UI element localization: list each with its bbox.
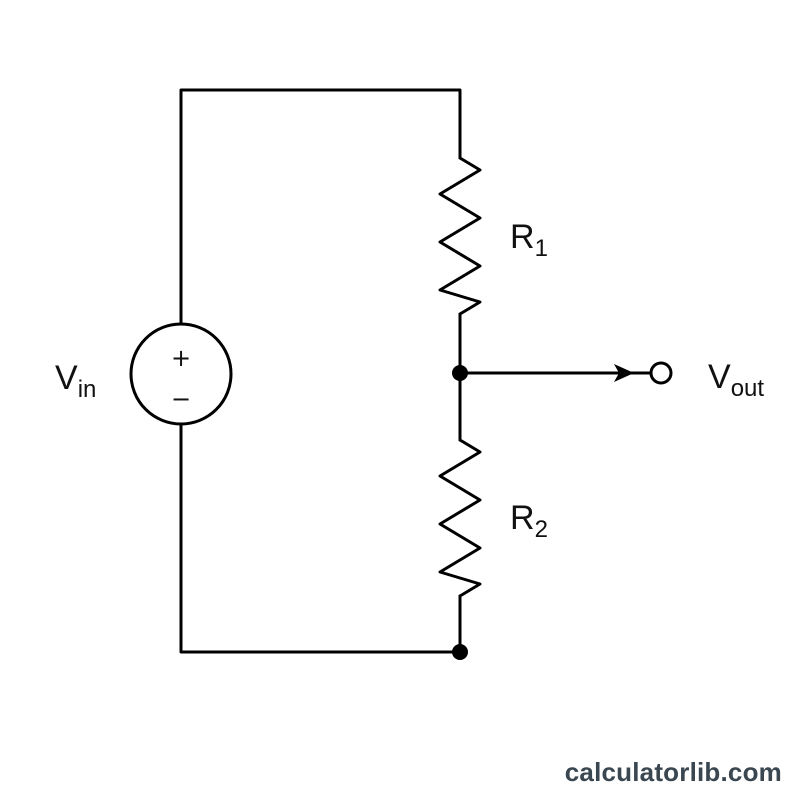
label-r2-main: R (510, 499, 535, 537)
voltage-source (129, 322, 233, 426)
junction-bottom (452, 644, 468, 660)
source-minus-sign: − (171, 385, 191, 413)
output-arrow-icon (614, 364, 634, 382)
top-wire (179, 88, 462, 325)
label-vout-sub: out (731, 375, 765, 402)
label-vin-sub: in (78, 376, 97, 403)
label-r2-sub: 2 (535, 516, 548, 543)
output-terminal (649, 361, 673, 385)
label-vin-main: V (55, 359, 78, 397)
source-plus-sign: + (171, 344, 191, 372)
junction-middle (452, 365, 468, 381)
label-vout-main: V (708, 358, 731, 396)
label-vin: Vin (55, 359, 96, 403)
label-r2: R2 (510, 499, 548, 543)
label-r1: R1 (510, 218, 548, 262)
label-r1-main: R (510, 218, 535, 256)
resistor-r2 (438, 438, 482, 598)
resistor-r1 (438, 156, 482, 316)
watermark-text: calculatorlib.com (564, 757, 782, 787)
bottom-wire (179, 423, 462, 654)
label-vout: Vout (708, 358, 764, 402)
label-r1-sub: 1 (535, 235, 548, 262)
